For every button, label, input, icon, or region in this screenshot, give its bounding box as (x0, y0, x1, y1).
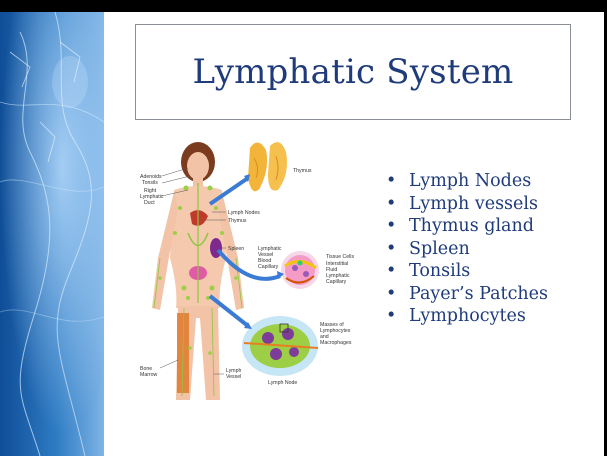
label-bone-marrow-2: Marrow (140, 372, 158, 378)
bullet-text: Spleen (409, 239, 470, 259)
tissue-capillary-illustration: Lymphatic Vessel Blood Capillary Tissue … (258, 246, 354, 289)
bullet-list: •Lymph Nodes •Lymph vessels •Thymus glan… (382, 170, 592, 328)
label-lymph-node: Lymph Node (268, 380, 297, 386)
label-lymph-nodes: Lymph Nodes (228, 210, 260, 216)
bullet-item: •Lymph Nodes (382, 170, 592, 193)
bullet-item: •Spleen (382, 238, 592, 261)
label-tissue-cells: Tissue Cells (326, 254, 354, 260)
label-tonsils: Tonsils (142, 180, 158, 186)
slide-title: Lymphatic System (136, 25, 570, 119)
title-box: Lymphatic System (135, 24, 571, 120)
bullet-item: •Lymphocytes (382, 305, 592, 328)
bullet-text: Payer’s Patches (409, 284, 548, 304)
bullet-text: Tonsils (409, 261, 470, 281)
bullet-item: •Thymus gland (382, 215, 592, 238)
bullet-item: •Tonsils (382, 260, 592, 283)
thymus-illustration: Thymus (248, 142, 312, 191)
sidebar-anatomy-image (0, 12, 104, 456)
label-lymphatic-capillary-2: Capillary (326, 279, 347, 285)
bullet-text: Lymph Nodes (409, 171, 531, 191)
body-figure (152, 142, 244, 400)
label-blood-capillary-2: Capillary (258, 264, 279, 270)
label-masses-4: Macrophages (320, 340, 352, 346)
bullet-item: •Lymph vessels (382, 193, 592, 216)
bullet-item: •Payer’s Patches (382, 283, 592, 306)
bullet-text: Lymph vessels (409, 194, 538, 214)
label-lymph-vessel-2: Vessel (226, 374, 241, 380)
bullet-text: Lymphocytes (409, 306, 526, 326)
slide-top-border (0, 0, 607, 12)
lymph-node-illustration: Masses of Lymphocytes and Macrophages Ly… (242, 316, 352, 386)
bullet-text: Thymus gland (409, 216, 534, 236)
lymphatic-diagram: Thymus Lymphatic Vessel Blood Capillary … (130, 138, 370, 406)
label-thymus-top: Thymus (293, 168, 312, 174)
label-thymus: Thymus (228, 218, 247, 224)
label-right-lymphatic-duct-3: Duct (144, 200, 155, 206)
label-spleen: Spleen (228, 246, 244, 252)
